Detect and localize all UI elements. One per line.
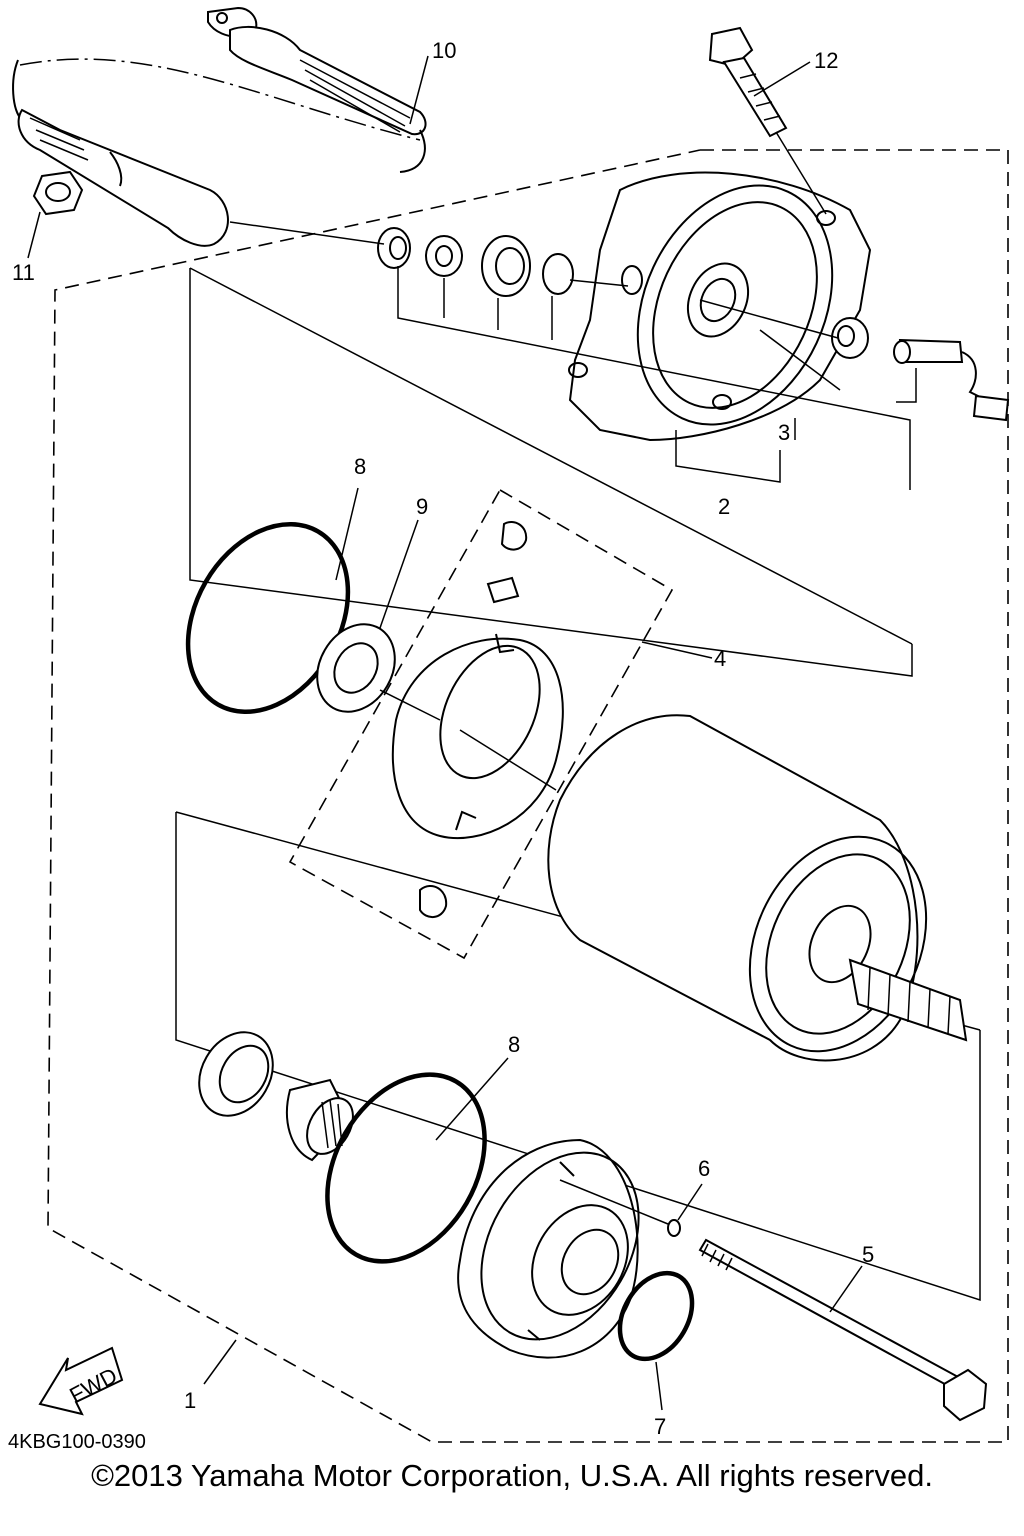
copyright-notice: ©2013 Yamaha Motor Corporation, U.S.A. A… bbox=[91, 1458, 933, 1493]
callout-2: 2 bbox=[718, 494, 730, 519]
o-ring-lower-part-8 bbox=[325, 1072, 487, 1264]
terminal-bolt-with-wire bbox=[893, 338, 1010, 422]
callout-10: 10 bbox=[432, 38, 456, 63]
cable-route-line bbox=[19, 58, 421, 141]
assembly-boundary bbox=[47, 149, 1009, 1443]
diagram-code: 4KBG100-0390 bbox=[8, 1431, 146, 1453]
callout-12: 12 bbox=[814, 48, 838, 73]
callout-1: 1 bbox=[184, 1388, 196, 1413]
fwd-arrow-icon: FWD bbox=[38, 1346, 124, 1416]
callout-11: 11 bbox=[12, 260, 35, 285]
callout-6: 6 bbox=[698, 1156, 710, 1181]
seal-washer-row bbox=[377, 227, 869, 359]
oil-seal bbox=[198, 1031, 274, 1117]
callout-8-lower: 8 bbox=[508, 1032, 520, 1057]
callout-5: 5 bbox=[862, 1242, 874, 1267]
callout-4: 4 bbox=[714, 646, 726, 671]
brush-kit-boundary bbox=[288, 488, 674, 960]
callout-9: 9 bbox=[416, 494, 428, 519]
front-cover bbox=[457, 1138, 640, 1359]
starter-lead-part-10 bbox=[12, 6, 427, 247]
bolt-part-12 bbox=[708, 26, 788, 138]
brush-plate bbox=[391, 521, 564, 918]
small-o-ring-part-6 bbox=[667, 1219, 681, 1237]
top-leader-lines bbox=[189, 131, 917, 677]
callout-7: 7 bbox=[654, 1414, 666, 1439]
washer-part-9 bbox=[316, 623, 396, 713]
through-bolt-part-5 bbox=[698, 1238, 988, 1422]
o-ring-part-7 bbox=[617, 1270, 695, 1362]
motor-yoke-armature bbox=[547, 714, 968, 1062]
rear-cover-housing bbox=[568, 171, 872, 442]
nut-part-11 bbox=[32, 170, 84, 216]
callout-8-upper: 8 bbox=[354, 454, 366, 479]
callout-3: 3 bbox=[778, 420, 790, 445]
lower-leader-lines bbox=[27, 55, 863, 1411]
